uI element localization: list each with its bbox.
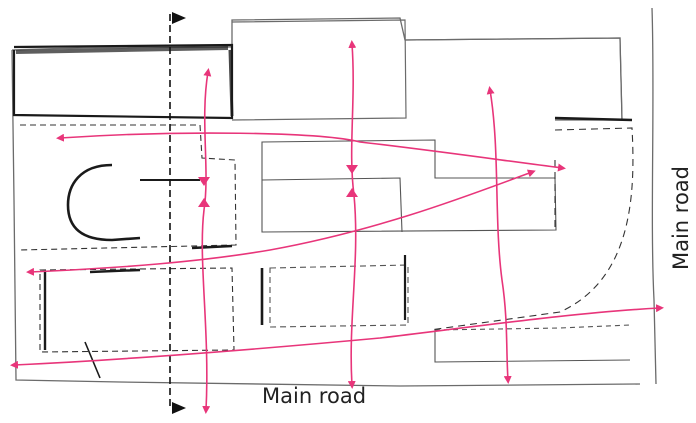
road-label-right: Main road xyxy=(669,165,693,271)
dashed-zone-right xyxy=(429,127,634,331)
flag-bottom-icon xyxy=(172,402,186,414)
circulation-arrows xyxy=(10,40,664,414)
block-top-left xyxy=(12,43,234,120)
block-top-middle xyxy=(231,19,633,122)
road-label-bottom: Main road xyxy=(262,384,367,408)
drop-off-loop xyxy=(66,163,200,242)
section-axis xyxy=(169,12,186,414)
site-boundary xyxy=(11,7,657,387)
flag-top-icon xyxy=(172,12,186,24)
central-blocks xyxy=(260,139,631,363)
